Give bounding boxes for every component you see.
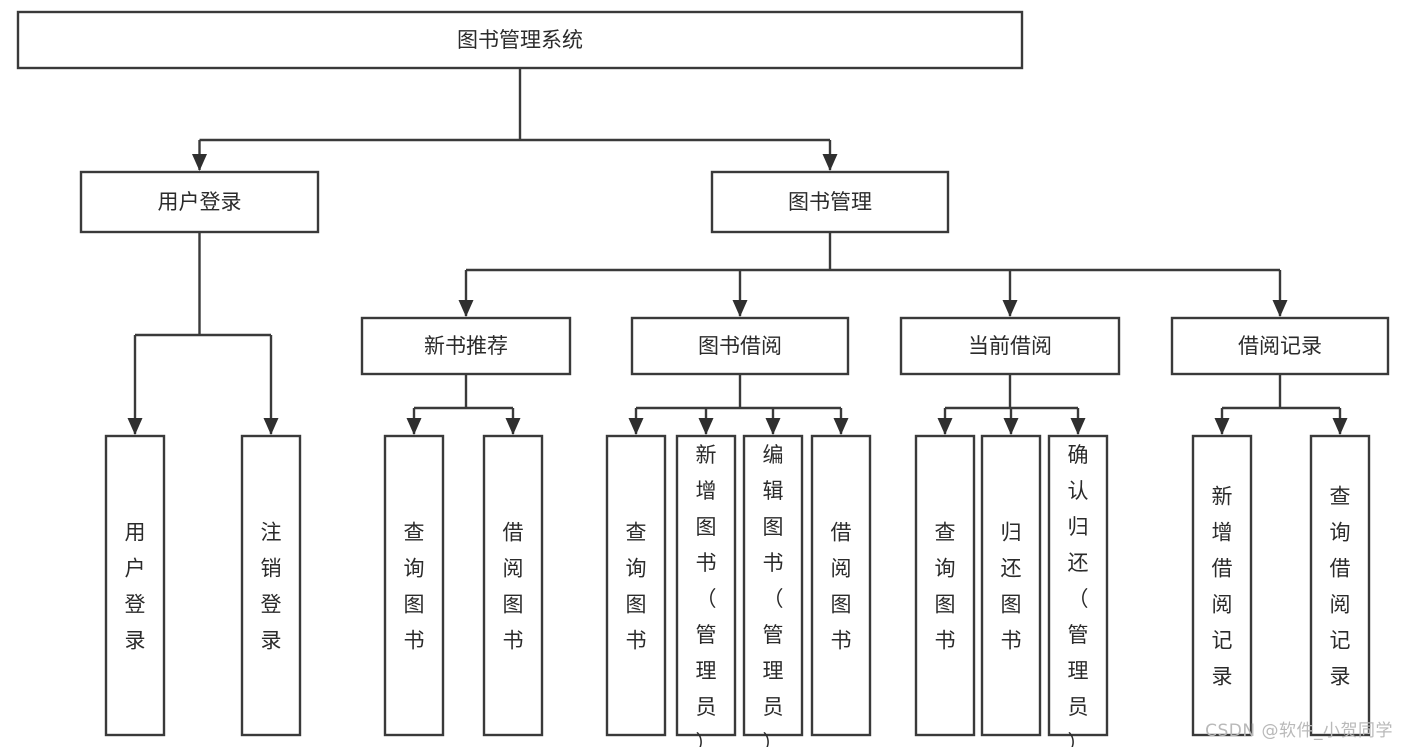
leaf-box-7 [810, 434, 872, 737]
arrow-head-icon [505, 418, 521, 435]
node-current-borrow[interactable]: 当前借阅 [899, 316, 1121, 376]
node-label-book-management: 图书管理 [788, 190, 872, 214]
arrow-head-icon [263, 418, 279, 435]
leaf-label-0: 用户登录 [125, 521, 146, 653]
connector-layer [127, 68, 1348, 435]
leaf-box-9 [980, 434, 1042, 737]
leaf-box-5 [675, 434, 737, 737]
node-box-current-borrow [899, 316, 1121, 376]
leaf-node-7[interactable]: 借阅图书 [810, 434, 872, 737]
node-borrow-record[interactable]: 借阅记录 [1170, 316, 1390, 376]
leaf-box-6 [742, 434, 804, 737]
arrow-head-icon [1070, 418, 1086, 435]
leaf-box-4 [605, 434, 667, 737]
arrow-head-icon [937, 418, 953, 435]
node-label-current-borrow: 当前借阅 [968, 334, 1052, 358]
leaf-label-3: 借阅图书 [503, 521, 524, 653]
arrow-head-icon [833, 418, 849, 435]
leaf-box-8 [914, 434, 976, 737]
node-box-book-management [710, 170, 950, 234]
leaf-label-6: 编辑图书（管理员） [763, 443, 784, 747]
arrow-head-icon [1214, 418, 1230, 435]
node-root-system[interactable]: 图书管理系统 [16, 10, 1024, 70]
leaf-box-3 [482, 434, 544, 737]
arrow-head-icon [458, 300, 474, 317]
arrow-head-icon [192, 154, 207, 171]
node-box-book-borrow [630, 316, 850, 376]
leaf-box-2 [383, 434, 445, 737]
leaf-node-9[interactable]: 归还图书 [980, 434, 1042, 737]
leaf-label-8: 查询图书 [935, 521, 956, 653]
leaf-label-7: 借阅图书 [831, 521, 852, 653]
node-label-user-login: 用户登录 [158, 190, 242, 214]
leaf-node-2[interactable]: 查询图书 [383, 434, 445, 737]
node-box-borrow-record [1170, 316, 1390, 376]
node-label-book-borrow: 图书借阅 [698, 334, 782, 358]
leaf-label-2: 查询图书 [404, 521, 425, 653]
node-label-new-book-recommend: 新书推荐 [424, 334, 508, 358]
leaf-node-6[interactable]: 编辑图书（管理员） [742, 434, 804, 747]
leaf-label-9: 归还图书 [1001, 521, 1022, 653]
leaf-box-10 [1047, 434, 1109, 737]
arrow-head-icon [127, 418, 143, 435]
leaf-node-0[interactable]: 用户登录 [104, 434, 166, 737]
leaf-node-10[interactable]: 确认归还（管理员） [1047, 434, 1109, 747]
leaf-node-8[interactable]: 查询图书 [914, 434, 976, 737]
arrow-head-icon [406, 418, 422, 435]
node-new-book-recommend[interactable]: 新书推荐 [360, 316, 572, 376]
node-user-login[interactable]: 用户登录 [79, 170, 320, 234]
leaf-label-12: 查询借阅记录 [1330, 485, 1351, 689]
arrow-head-icon [1002, 300, 1018, 317]
node-box-root-system [16, 10, 1024, 70]
node-label-root-system: 图书管理系统 [457, 28, 583, 52]
leaf-node-5[interactable]: 新增图书（管理员） [675, 434, 737, 747]
arrow-head-icon [732, 300, 748, 317]
arrow-head-icon [698, 418, 714, 435]
node-box-new-book-recommend [360, 316, 572, 376]
leaf-label-4: 查询图书 [626, 521, 647, 653]
leaf-node-11[interactable]: 新增借阅记录 [1191, 434, 1253, 737]
csdn-watermark: CSDN @软件_小贺同学 [1205, 721, 1393, 741]
leaf-box-1 [240, 434, 302, 737]
leaf-label-5: 新增图书（管理员） [696, 443, 717, 747]
leaf-box-12 [1309, 434, 1371, 737]
leaf-node-1[interactable]: 注销登录 [240, 434, 302, 737]
leaf-box-11 [1191, 434, 1253, 737]
arrow-head-icon [822, 154, 838, 171]
node-book-borrow[interactable]: 图书借阅 [630, 316, 850, 376]
node-book-management[interactable]: 图书管理 [710, 170, 950, 234]
leaf-node-4[interactable]: 查询图书 [605, 434, 667, 737]
leaf-label-10: 确认归还（管理员） [1068, 443, 1089, 747]
arrow-head-icon [1003, 418, 1019, 435]
leaf-node-3[interactable]: 借阅图书 [482, 434, 544, 737]
leaf-label-1: 注销登录 [261, 521, 282, 653]
leaf-node-12[interactable]: 查询借阅记录 [1309, 434, 1371, 737]
leaf-label-11: 新增借阅记录 [1212, 485, 1233, 689]
node-box-user-login [79, 170, 320, 234]
leaf-box-0 [104, 434, 166, 737]
arrow-head-icon [765, 418, 781, 435]
node-layer: 图书管理系统用户登录图书管理新书推荐图书借阅当前借阅借阅记录用户登录注销登录查询… [16, 10, 1390, 747]
arrow-head-icon [1272, 300, 1288, 317]
arrow-head-icon [1332, 418, 1348, 435]
arrow-head-icon [628, 418, 644, 435]
node-label-borrow-record: 借阅记录 [1238, 334, 1322, 358]
